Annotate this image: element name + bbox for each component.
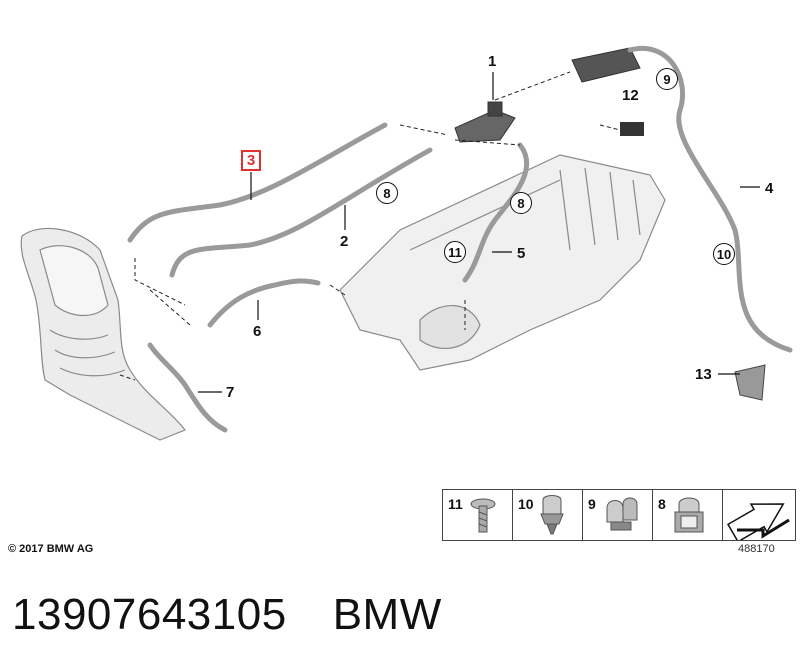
callout-2: 2 [340,233,349,250]
hose-3 [127,122,388,243]
callout-4: 4 [765,180,774,197]
legend-item-9: 9 [583,490,653,540]
hose-clip-icon [540,495,564,535]
legend-number: 8 [658,496,666,512]
legend-item-11: 11 [443,490,513,540]
bracket-clip-icon [674,497,704,533]
legend-number: 10 [518,496,534,512]
callout-13: 13 [695,366,712,383]
intake-manifold [339,154,666,371]
legend-item-10: 10 [513,490,583,540]
hose-7 [147,342,228,433]
hose-6 [207,278,321,328]
leader-lines [198,72,760,393]
callout-12: 12 [622,87,639,104]
circled-callout-11: 11 [444,241,466,263]
valve-1 [454,101,516,143]
dashed-leaders [119,71,621,381]
air-intake-duct [20,227,186,441]
circled-callout-9: 9 [656,68,678,90]
hose-4 [627,45,793,353]
legend-item-arrow [723,490,795,540]
legend-number: 9 [588,496,596,512]
circled-callout-8: 8 [376,182,398,204]
screw-icon [470,498,496,533]
circled-callout-8: 8 [510,192,532,214]
callout-6: 6 [253,323,262,340]
part-number: 13907643105 [12,590,287,639]
hose-5 [462,142,530,283]
brand-name: BMW [332,590,442,639]
arrow-icon [726,503,790,540]
parts-diagram [20,45,793,441]
callout-1: 1 [488,53,497,70]
circled-callout-10: 10 [713,243,735,265]
copyright-text: © 2017 BMW AG [8,543,94,555]
callout-7: 7 [226,384,235,401]
bracket-13 [734,364,766,401]
hose-2 [169,147,433,278]
hoses [127,45,793,433]
legend-number: 11 [448,496,463,512]
part-number-line: 13907643105 BMW [12,590,488,640]
part-12 [620,122,644,136]
callout-3-highlighted[interactable]: 3 [241,150,261,171]
illustration-number: 488170 [738,543,775,555]
callout-5: 5 [517,245,526,262]
double-clip-icon [606,497,638,531]
carbon-canister [571,47,641,83]
legend-item-8: 8 [653,490,723,540]
fastener-legend: 11 10 9 8 [442,489,796,541]
